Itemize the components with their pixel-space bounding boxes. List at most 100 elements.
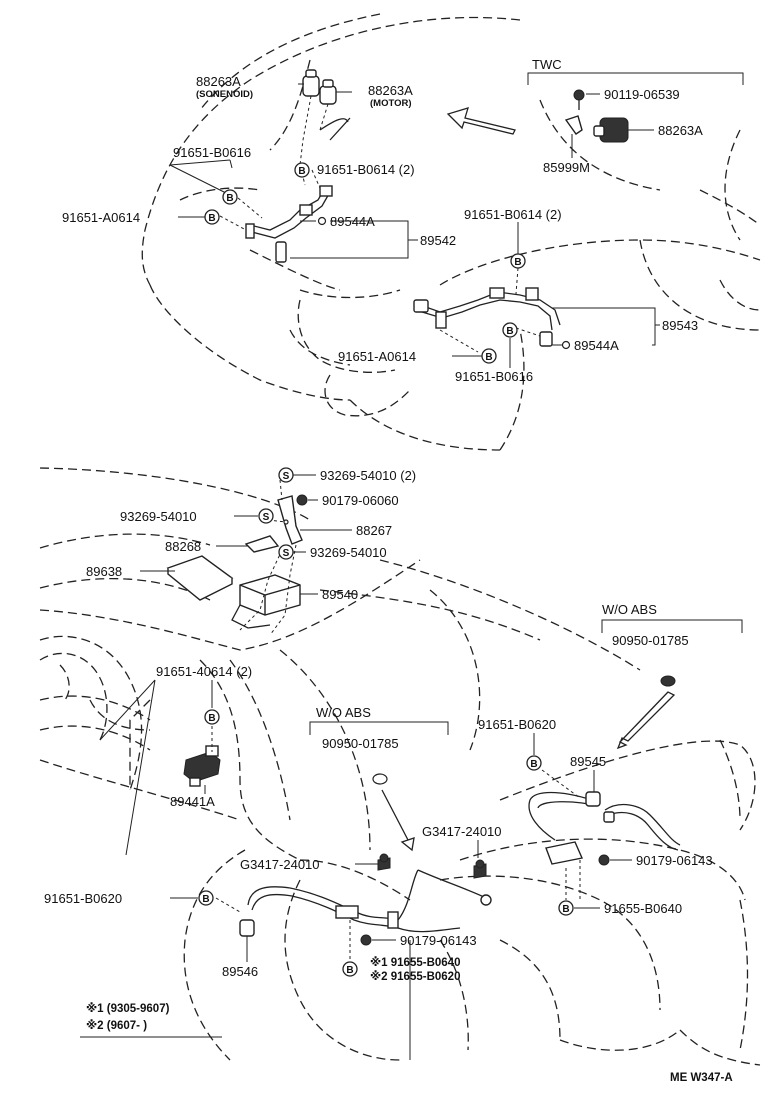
legend-box: ※1 (9305-9607) ※2 (9607- ) [80,1001,222,1038]
svg-text:S: S [263,512,270,523]
label-wo-abs-2: W/O ABS [316,705,371,720]
harness-89542 [245,185,333,263]
svg-text:B: B [485,352,492,363]
harness-89546 [239,869,492,937]
label-91651-B0616-b: 91651-B0616 [455,369,533,384]
symbol-b-3: B [204,209,220,225]
label-93269-b: 93269-54010 [310,545,387,560]
svg-text:S: S [283,548,290,559]
dash-ecu-4 [269,544,297,636]
direction-arrow [446,107,516,135]
harness-89543 [413,287,561,347]
hose-dash-2 [319,103,329,131]
dash-b4 [515,267,519,295]
leader-group-top [169,159,231,166]
label-89543: 89543 [662,318,698,333]
label-88263A-3: 88263A [658,123,703,138]
symbol-b-7: B [204,709,220,725]
label-91651-B0614-2a: 91651-B0614 (2) [317,162,415,177]
label-g3417-a: G3417-24010 [240,857,320,872]
ecu-wire [231,604,271,629]
bracket-wo-abs-1 [601,619,743,633]
diagram-code: ME W347-A [670,1072,733,1084]
svg-text:B: B [514,257,521,268]
front-body-outline [141,13,761,451]
plug-90950-b [372,773,388,785]
washer-89544A-a [317,216,327,226]
label-twc: TWC [532,57,562,72]
svg-text:B: B [208,213,215,224]
plate-89638 [166,555,234,601]
leader-group-40614 [99,679,156,856]
dash-b6 [439,329,479,353]
motor-part [319,79,337,105]
sensor-89441A [183,745,221,787]
solenoid-part [302,69,320,97]
svg-text:B: B [562,904,569,915]
arrow-wo-abs-2 [381,789,415,852]
label-89546: 89546 [222,964,258,979]
label-91651-B0616-a: 91651-B0616 [173,145,251,160]
washer-89544A-b [561,340,571,350]
svg-text:B: B [506,326,513,337]
label-90119: 90119-06539 [604,87,680,102]
symbol-s-1: S [278,467,294,483]
dash-ecu-3 [239,549,283,631]
twc-sensor-part [593,117,629,143]
symbol-s-2: S [258,508,274,524]
leader-B0616-a [169,159,233,196]
label-motor: (MOTOR) [370,98,412,109]
symbol-b-11: B [342,961,358,977]
label-91651-B0614-2b: 91651-B0614 (2) [464,207,562,222]
symbol-b-5: B [502,322,518,338]
label-90950-a: 90950-01785 [612,633,689,648]
bracket-89543 [552,307,656,346]
twc-bracket-part [564,115,583,135]
label-89544A-a: 89544A [330,214,375,229]
symbol-b-2: B [222,189,238,205]
plug-90950-a [660,675,676,687]
label-89638: 89638 [86,564,122,579]
label-88267: 88267 [356,523,392,538]
cabin-outline [39,467,641,861]
label-88263A-1: 88263A [196,74,241,89]
nut-90179-b [360,934,372,946]
legend-1: ※1 (9305-9607) [86,1001,170,1015]
symbol-b-1: B [294,162,310,178]
grommet-g3417-a [377,853,391,871]
label-90950-b: 90950-01785 [322,736,399,751]
label-89544A-b: 89544A [574,338,619,353]
label-93269-2: 93269-54010 (2) [320,468,416,483]
label-89542: 89542 [420,233,456,248]
svg-text:B: B [298,166,305,177]
dash-b0620-b [215,897,241,913]
label-89545: 89545 [570,754,606,769]
label-91651-B0620-a: 91651-B0620 [478,717,556,732]
svg-text:B: B [346,965,353,976]
harness-89545 [528,791,681,866]
twc-bracket [527,72,744,85]
label-90179-06143-b: 90179-06143 [400,933,477,948]
svg-text:B: B [530,759,537,770]
svg-text:B: B [208,713,215,724]
label-93269-a: 93269-54010 [120,509,197,524]
svg-text:S: S [283,471,290,482]
label-91651-40614: 91651-40614 (2) [156,664,252,679]
label-91655-B0640: 91655-B0640 [604,901,682,916]
label-85999M: 85999M [543,160,590,175]
dash-b5 [515,327,541,337]
note-1: ※1 91655-B0640 [370,955,460,969]
label-90179-06143-a: 90179-06143 [636,853,713,868]
symbol-b-6: B [481,348,497,364]
svg-text:B: B [226,193,233,204]
label-91651-A0614-a: 91651-A0614 [62,210,140,225]
rear-body-outline [183,739,761,1066]
symbol-b-8: B [526,755,542,771]
symbol-b-9: B [198,890,214,906]
bracket-88268 [244,535,280,553]
label-90179-06060: 90179-06060 [322,493,399,508]
label-88263A-2: 88263A [368,83,413,98]
label-89441A: 89441A [170,794,215,809]
dash-b1 [237,197,263,219]
